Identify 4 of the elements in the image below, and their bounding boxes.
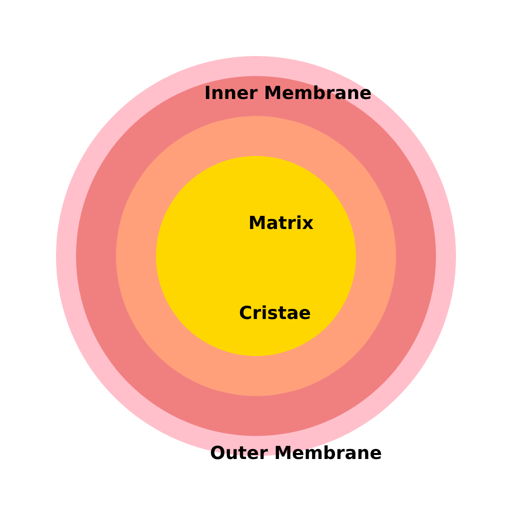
region-label: Matrix bbox=[248, 214, 314, 234]
region-label: Cristae bbox=[239, 304, 311, 324]
membrane-label: Inner Membrane bbox=[204, 84, 372, 104]
membrane-label: Outer Membrane bbox=[210, 444, 382, 464]
